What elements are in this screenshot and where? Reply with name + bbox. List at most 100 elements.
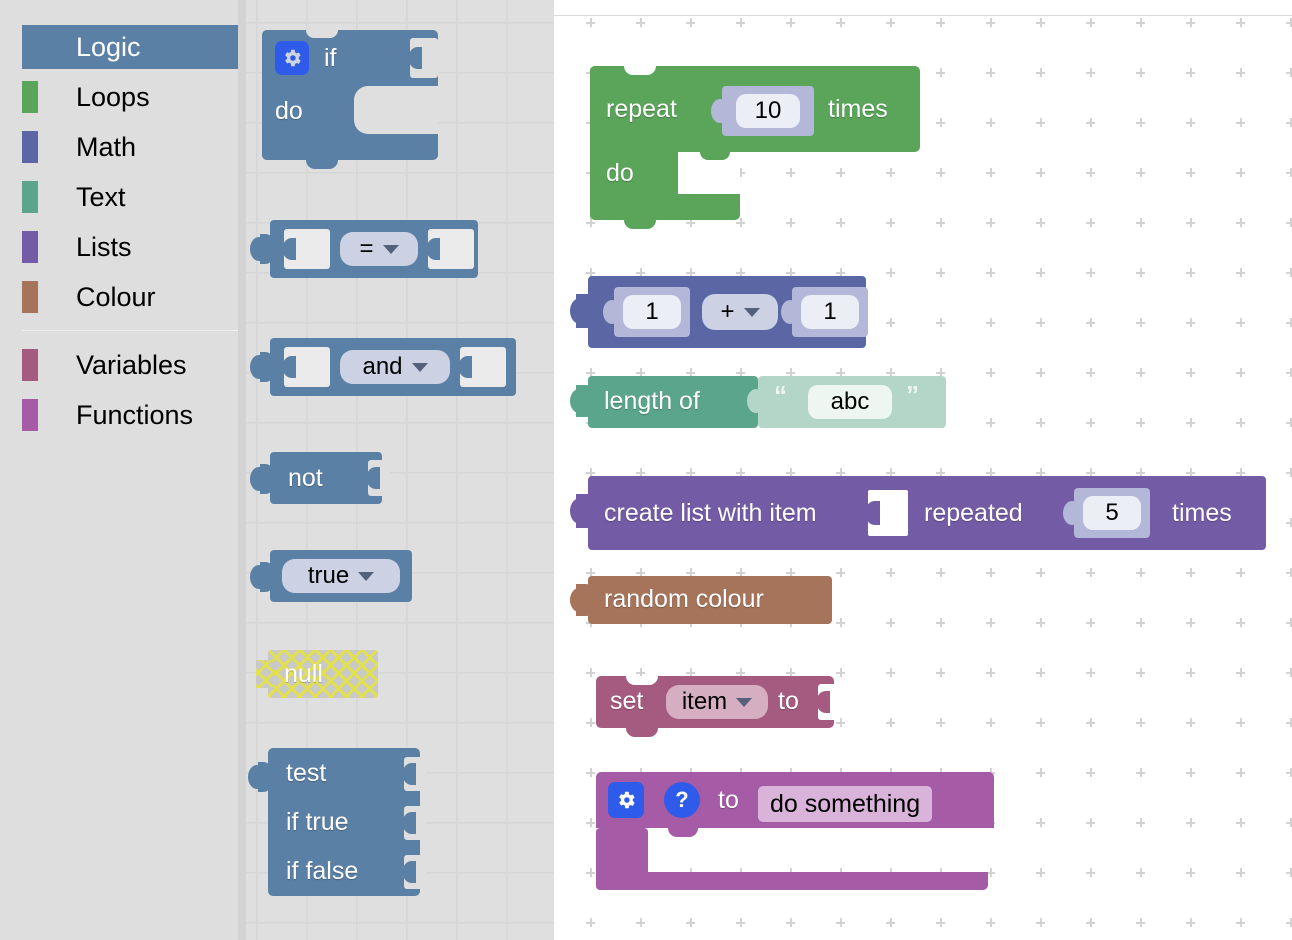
ternary-iftrue-socket[interactable] [403,806,426,840]
flyout-block-logic-operation[interactable]: and [250,338,516,396]
flyout-block-logic-ternary[interactable]: test if true if false [248,748,436,896]
category-color-swatch [22,231,38,263]
chevron-down-icon [358,571,375,581]
compare-operator-dropdown[interactable]: = [340,232,418,266]
flyout-block-logic-null[interactable]: null [256,650,386,698]
flyout-scrollbar[interactable] [238,0,246,940]
flyout-block-logic-boolean[interactable]: true [250,550,418,602]
procedure-name-field[interactable]: do something [758,786,933,822]
category-color-swatch [22,181,38,213]
operation-right-socket[interactable] [459,347,506,387]
random-colour-label: random colour [604,584,764,613]
category-color-swatch [22,349,38,381]
test-label: test [286,758,327,787]
list-count-field[interactable]: 5 [1083,496,1141,530]
dropdown-value: + [720,298,735,325]
workspace-block-variables-set[interactable]: set item to [596,676,846,737]
toolbox-category-text[interactable]: Text [0,172,238,222]
category-color-swatch [22,81,38,113]
workspace-block-math-arithmetic[interactable]: 1 + 1 [570,276,868,348]
chevron-down-icon [736,697,753,707]
repeat-count-field[interactable]: 10 [736,94,800,128]
operation-dropdown[interactable]: and [340,350,450,384]
workspace-block-lists-repeat[interactable]: create list with item repeated 5 times [570,476,1266,550]
toolbox-category-math[interactable]: Math [0,122,238,172]
chevron-down-icon [411,362,428,372]
toolbox-category-logic[interactable]: Logic [0,22,238,72]
dropdown-value: and [362,353,403,380]
toolbox-category-label: Functions [76,399,194,430]
null-label: null [284,659,323,688]
toolbox-category-loops[interactable]: Loops [0,72,238,122]
flyout-block-logic-negate[interactable]: not [250,452,398,504]
toolbox-category-label: Logic [76,31,141,62]
workspace-canvas[interactable]: repeat 10 times do 1 + [554,0,1292,940]
to-label: to [718,785,739,814]
set-value-socket[interactable] [817,684,840,720]
toolbox-category-label: Math [76,131,137,162]
math-right-shadow-block[interactable]: 1 [781,287,868,337]
flyout-panel: if do = and [238,0,554,940]
repeat-count-shadow-block[interactable]: 10 [711,86,814,136]
to-label: to [778,686,799,715]
compare-right-socket[interactable] [427,229,474,269]
workspace-block-text-length[interactable]: length of “ abc ” [570,376,946,428]
if-false-label: if false [286,856,359,885]
if-true-label: if true [286,807,349,836]
chevron-down-icon [743,307,760,317]
question-icon[interactable]: ? [664,782,700,818]
selected-highlight [22,25,238,69]
create-list-label: create list with item [604,498,817,527]
flyout-block-controls-if[interactable]: if do [262,30,438,169]
ternary-iffalse-socket[interactable] [403,855,426,889]
category-color-swatch [22,131,38,163]
math-left-field[interactable]: 1 [623,295,681,329]
gear-icon[interactable] [275,41,309,75]
category-color-swatch [22,281,38,313]
ternary-test-socket[interactable] [403,757,426,791]
workspace-top-border [554,15,1292,16]
repeat-label: repeat [606,94,677,123]
variable-dropdown[interactable]: item [666,685,768,719]
flyout-block-logic-compare[interactable]: = [250,220,478,278]
workspace-block-repeat[interactable]: repeat 10 times do [590,66,920,229]
category-color-swatch [22,399,38,431]
gear-icon[interactable] [608,782,644,818]
do-label: do [275,96,303,125]
if-label: if [324,43,337,72]
text-string-field[interactable]: abc [808,385,892,419]
toolbox-sidebar: Logic Loops Math Text Lists Colour Varia… [0,0,238,940]
list-count-shadow-block[interactable]: 5 [1063,488,1150,538]
quote-open: “ [774,380,787,410]
workspace-block-procedure-def[interactable]: ? to do something [596,772,994,890]
not-label: not [288,463,323,492]
dropdown-value: true [307,562,350,589]
boolean-dropdown[interactable]: true [282,559,400,593]
repeated-label: repeated [924,498,1023,527]
dropdown-value: item [681,688,728,715]
text-string-shadow-block[interactable]: “ abc ” [747,376,946,428]
operation-left-socket[interactable] [283,347,330,387]
math-right-field[interactable]: 1 [801,295,859,329]
dropdown-value: = [359,235,374,262]
math-operator-dropdown[interactable]: + [702,294,778,330]
toolbox-category-label: Variables [76,349,187,380]
toolbox-category-colour[interactable]: Colour [0,272,238,322]
set-label: set [610,686,644,715]
compare-left-socket[interactable] [283,229,330,269]
if-condition-socket[interactable] [409,38,438,78]
list-item-socket[interactable] [866,490,908,536]
toolbox-category-variables[interactable]: Variables [0,340,238,390]
do-label: do [606,158,634,187]
toolbox-category-lists[interactable]: Lists [0,222,238,272]
toolbox-category-label: Lists [76,231,132,262]
toolbox-category-functions[interactable]: Functions [0,390,238,440]
quote-close: ” [906,380,919,410]
math-left-shadow-block[interactable]: 1 [603,287,690,337]
toolbox-separator [22,330,238,331]
negate-socket[interactable] [367,460,390,496]
times-label: times [828,94,888,123]
workspace-block-colour-random[interactable]: random colour [570,576,832,624]
toolbox-category-label: Loops [76,81,150,112]
